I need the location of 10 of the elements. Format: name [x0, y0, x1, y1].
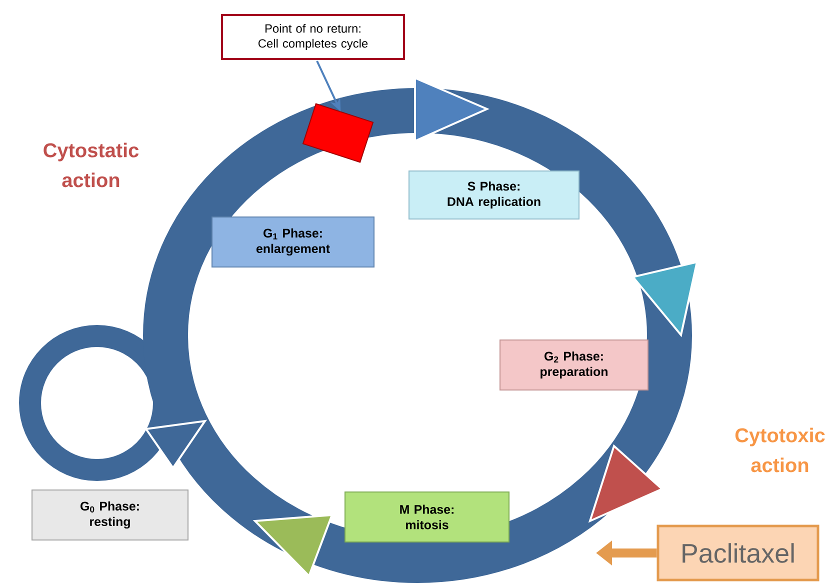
note-box: Point of no return: Cell completes cycle [221, 14, 405, 60]
action-label: Cytostatic action [44, 142, 139, 188]
phase-box: S Phase: DNA replication [408, 170, 580, 220]
checkpoint-box [302, 103, 374, 163]
drug-box: Paclitaxel [656, 524, 820, 582]
phase-box: G$_{0}$ Phase: resting [32, 490, 188, 540]
phase-box: G$_{1}$ Phase: enlargement [212, 216, 374, 268]
phase-box: M Phase: mitosis [344, 492, 510, 542]
phase-box: G$_{2}$ Phase: preparation [500, 340, 648, 390]
action-label: Cytotoxic action [735, 428, 825, 472]
